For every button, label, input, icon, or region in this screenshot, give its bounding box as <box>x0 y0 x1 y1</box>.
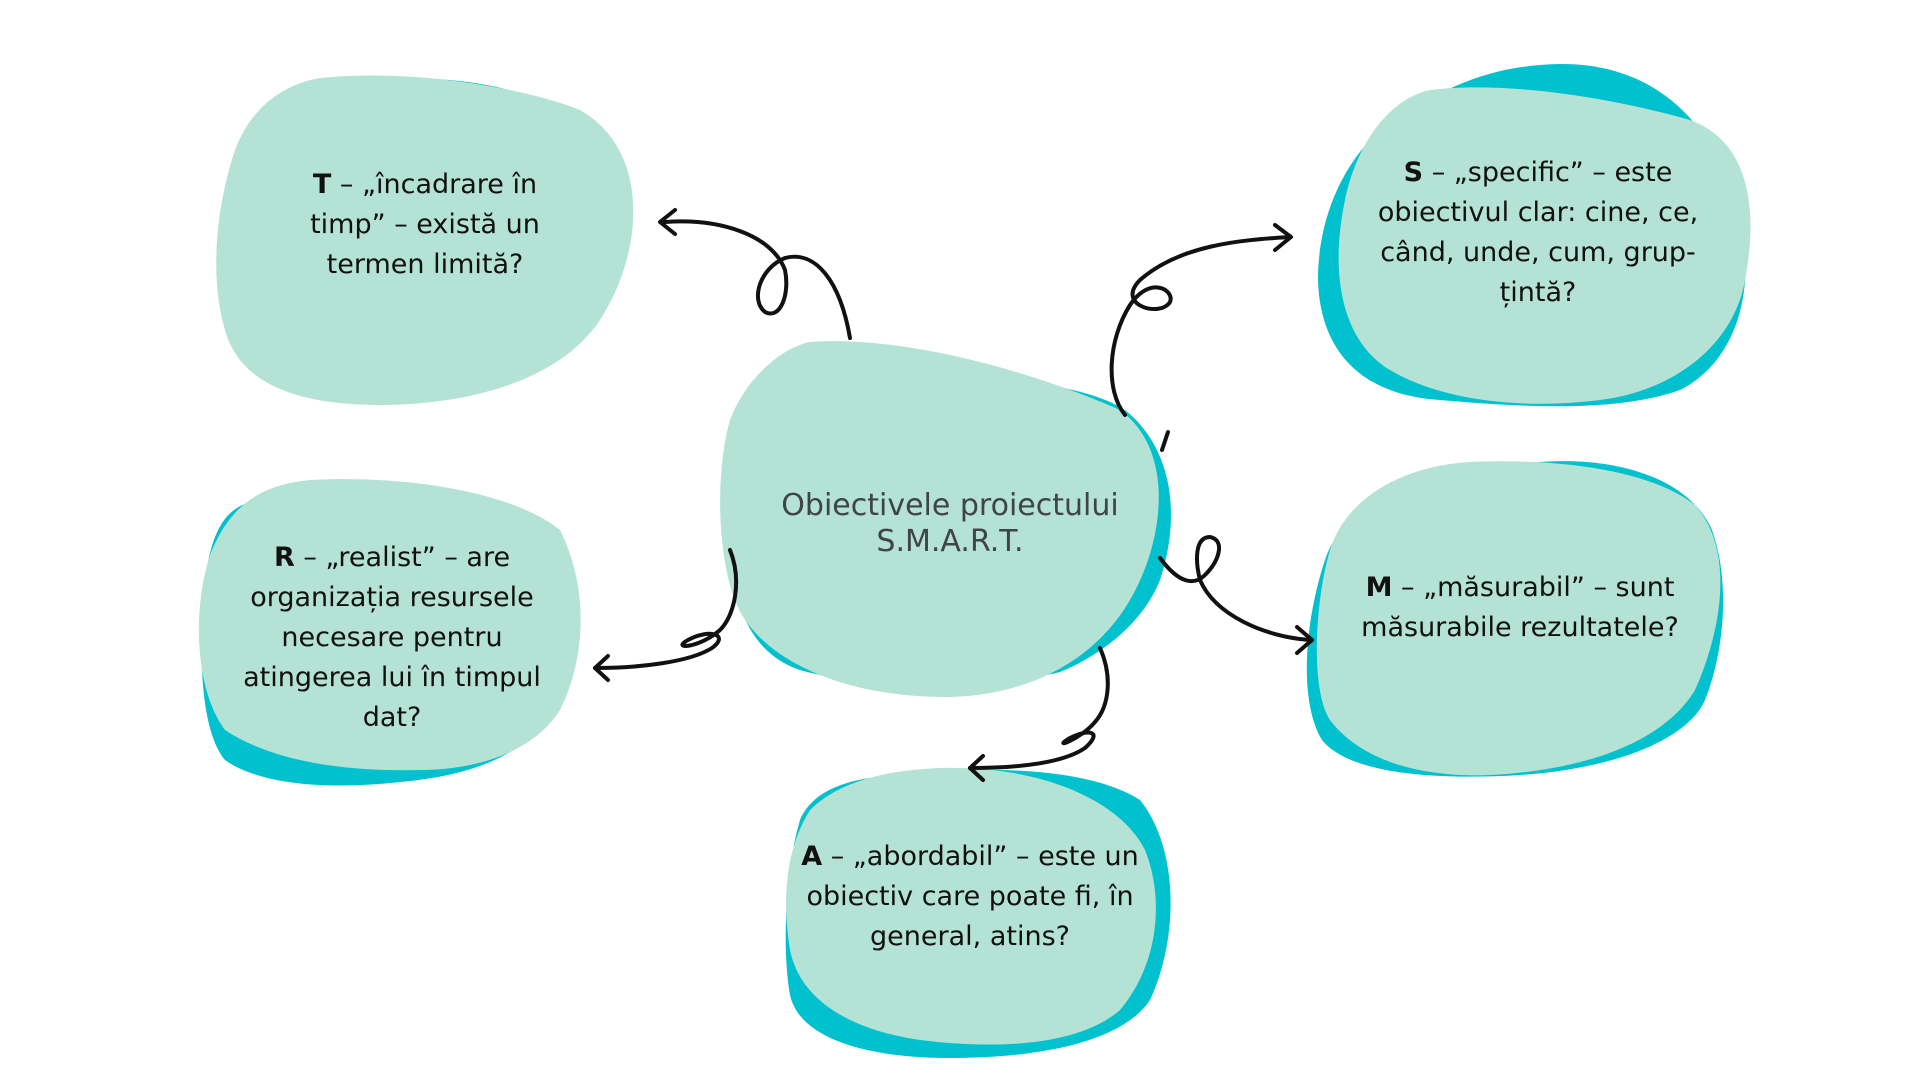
node-t-description: – „încadrare în timp” – există un termen… <box>310 169 540 280</box>
node-a-text: A – „abordabil” – este un obiectiv care … <box>800 837 1140 957</box>
node-s-blob <box>1338 87 1751 404</box>
center-title-line1: Obiectivele proiectului <box>781 488 1119 523</box>
node-t-letter: T <box>312 169 332 200</box>
node-m-description: – „măsurabil” – sunt măsurabile rezultat… <box>1361 572 1679 643</box>
center-blob <box>720 341 1159 698</box>
node-s-description: – „specific” – este obiectivul clar: cin… <box>1377 157 1699 308</box>
node-r-text: R – „realist” – are organizația resursel… <box>222 538 562 738</box>
node-t-blob <box>216 75 634 406</box>
connector-tick-right <box>1160 430 1170 452</box>
node-t-text: T – „încadrare în timp” – există un term… <box>285 165 565 285</box>
connector-to-r <box>593 548 738 670</box>
connector-to-t <box>663 219 852 340</box>
node-a-description: – „abordabil” – este un obiectiv care po… <box>806 841 1139 952</box>
connector-to-s <box>1109 235 1292 417</box>
node-r-blob <box>198 479 581 771</box>
center-title-line2: S.M.A.R.T. <box>876 524 1024 559</box>
node-m-blob <box>1316 461 1721 776</box>
arrowhead-r <box>593 654 610 682</box>
arrowhead-m <box>1295 625 1314 655</box>
node-r-description: – „realist” – are organizația resursele … <box>243 542 541 733</box>
node-a-letter: A <box>801 841 823 872</box>
node-s-letter: S <box>1403 157 1424 188</box>
arrowhead-s <box>1273 223 1293 252</box>
node-a-blob <box>786 767 1156 1045</box>
connector-to-a <box>968 646 1110 770</box>
node-s-text: S – „specific” – este obiectivul clar: c… <box>1363 153 1713 313</box>
center-title: Obiectivele proiectului S.M.A.R.T. <box>740 488 1160 560</box>
connector-to-m <box>1158 535 1312 642</box>
arrowhead-a <box>968 754 985 782</box>
arrowhead-t <box>658 208 677 236</box>
node-r-letter: R <box>273 542 295 573</box>
node-m-letter: M <box>1365 572 1393 603</box>
node-m-text: M – „măsurabil” – sunt măsurabile rezult… <box>1340 568 1700 648</box>
